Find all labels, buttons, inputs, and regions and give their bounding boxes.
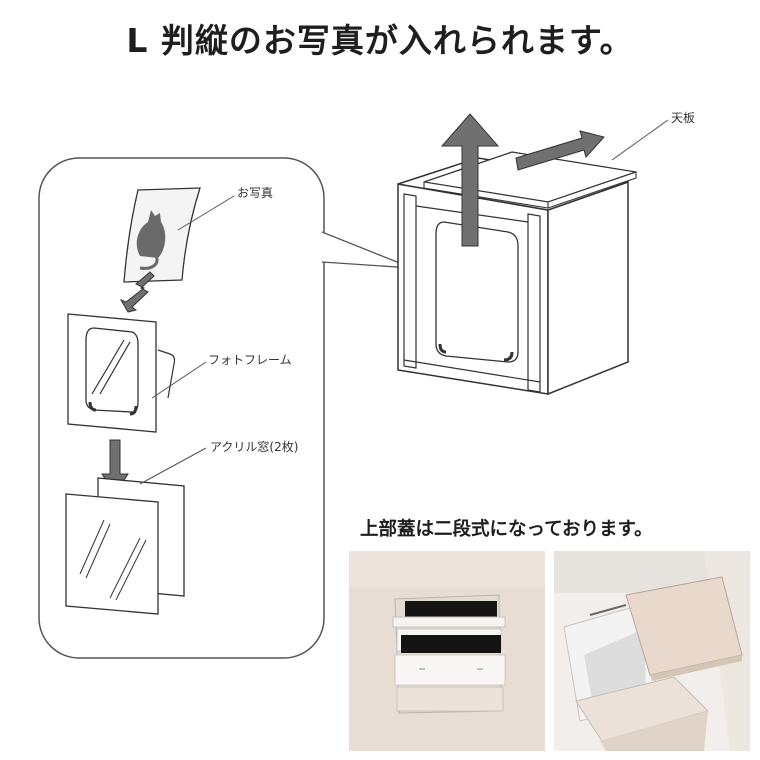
- label-top-board: 天板: [671, 111, 695, 125]
- exploded-view-panel: [38, 157, 325, 659]
- label-photo: お写真: [237, 186, 273, 200]
- leader-photo-frame: [151, 361, 207, 399]
- black-foam-strip-bottom: [401, 635, 501, 653]
- acrylic-windows-part: [65, 477, 185, 615]
- photo-caption: 上部蓋は二段式になっております。: [360, 519, 653, 540]
- assembled-box: [397, 151, 637, 396]
- slide-top-arrow: [515, 130, 605, 171]
- page-title: L 判縦のお写真が入れられます。: [126, 21, 634, 60]
- leader-top-board: [611, 119, 669, 161]
- leader-photo: [177, 195, 235, 231]
- insert-photo-arrow: [119, 271, 155, 313]
- photo-card: [123, 187, 201, 283]
- label-acrylic: アクリル窓(2枚): [210, 439, 298, 454]
- label-photo-frame: フォトフレーム: [208, 353, 292, 367]
- photo-box-lid: [554, 551, 750, 751]
- photo-lid-parts: [349, 551, 545, 751]
- black-foam-strip-top: [405, 601, 497, 619]
- leader-acrylic: [139, 447, 207, 485]
- lift-up-arrow: [440, 113, 500, 247]
- photo-frame-part: [67, 313, 176, 433]
